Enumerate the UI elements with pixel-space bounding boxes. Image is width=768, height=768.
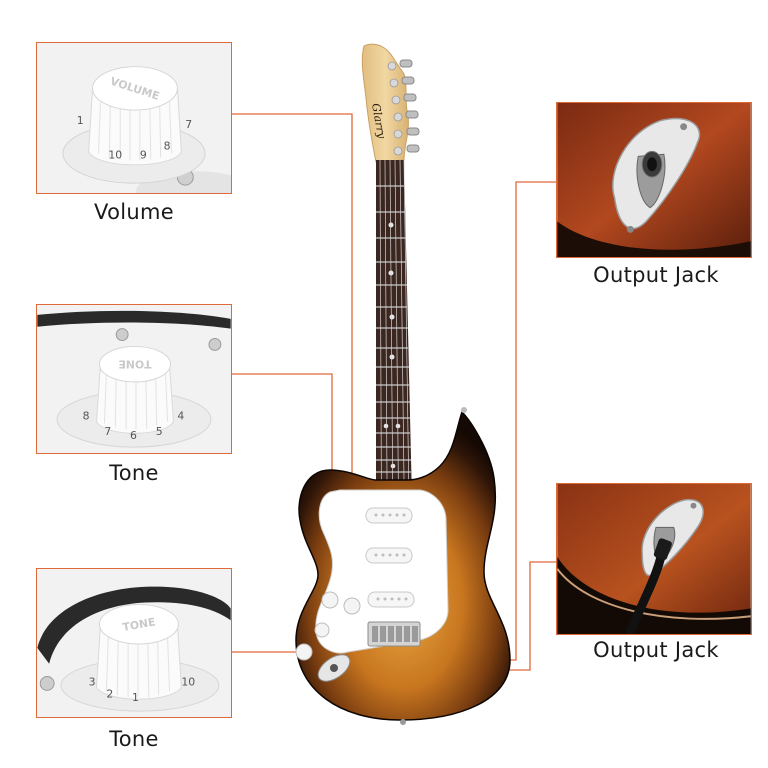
volume-num-7: 7 [185, 118, 192, 131]
volume-num-10: 10 [108, 148, 122, 161]
tone-lower-knob-panel: TONE 3 2 1 10 [36, 568, 232, 718]
headstock-logo: Glarry [369, 102, 388, 140]
tone-lower-caption: Tone [109, 727, 159, 751]
output-jack-closeup-lower [557, 484, 751, 634]
tone-lower-num-2: 2 [106, 687, 113, 700]
tone-middle-num-5: 5 [156, 425, 163, 438]
fretboard [376, 159, 412, 641]
tone-lower-num-3: 3 [89, 675, 96, 688]
control-knobs [295, 591, 361, 661]
volume-num-1: 1 [77, 114, 84, 127]
volume-num-8: 8 [164, 140, 171, 153]
headstock: Glarry [361, 43, 420, 163]
volume-caption: Volume [94, 200, 174, 224]
tone-middle-caption: Tone [109, 461, 159, 485]
tone-lower-knob-word: TONE [122, 615, 157, 634]
jack-lower-caption: Output Jack [593, 638, 719, 662]
output-jack-closeup-upper [557, 103, 751, 257]
volume-leader-line [232, 113, 353, 606]
volume-knob-panel: VOLUME 1 10 9 8 7 [36, 42, 232, 194]
tone-middle-num-6: 6 [130, 429, 137, 442]
tone-middle-knob-closeup: TONE 8 7 6 5 4 [37, 305, 231, 453]
volume-knob-closeup: VOLUME 1 10 9 8 7 [37, 43, 231, 193]
volume-num-9: 9 [140, 148, 147, 161]
tone-middle-num-4: 4 [177, 409, 184, 422]
tone-lower-num-1: 1 [132, 691, 139, 704]
tone-middle-num-8: 8 [83, 409, 90, 422]
tone-middle-num-7: 7 [104, 425, 111, 438]
pickups [365, 507, 415, 608]
tone-lower-knob-closeup: TONE 3 2 1 10 [37, 569, 231, 717]
tone-middle-knob-panel: TONE 8 7 6 5 4 [36, 304, 232, 454]
bridge [367, 621, 421, 647]
jack-upper-caption: Output Jack [593, 263, 719, 287]
jack-lower-panel [556, 483, 752, 635]
jack-upper-panel [556, 102, 752, 258]
tone-lower-num-10: 10 [181, 675, 195, 688]
output-jack-plate [317, 654, 351, 682]
guitar-body [295, 407, 511, 725]
tone-middle-knob-word: TONE [118, 357, 151, 370]
